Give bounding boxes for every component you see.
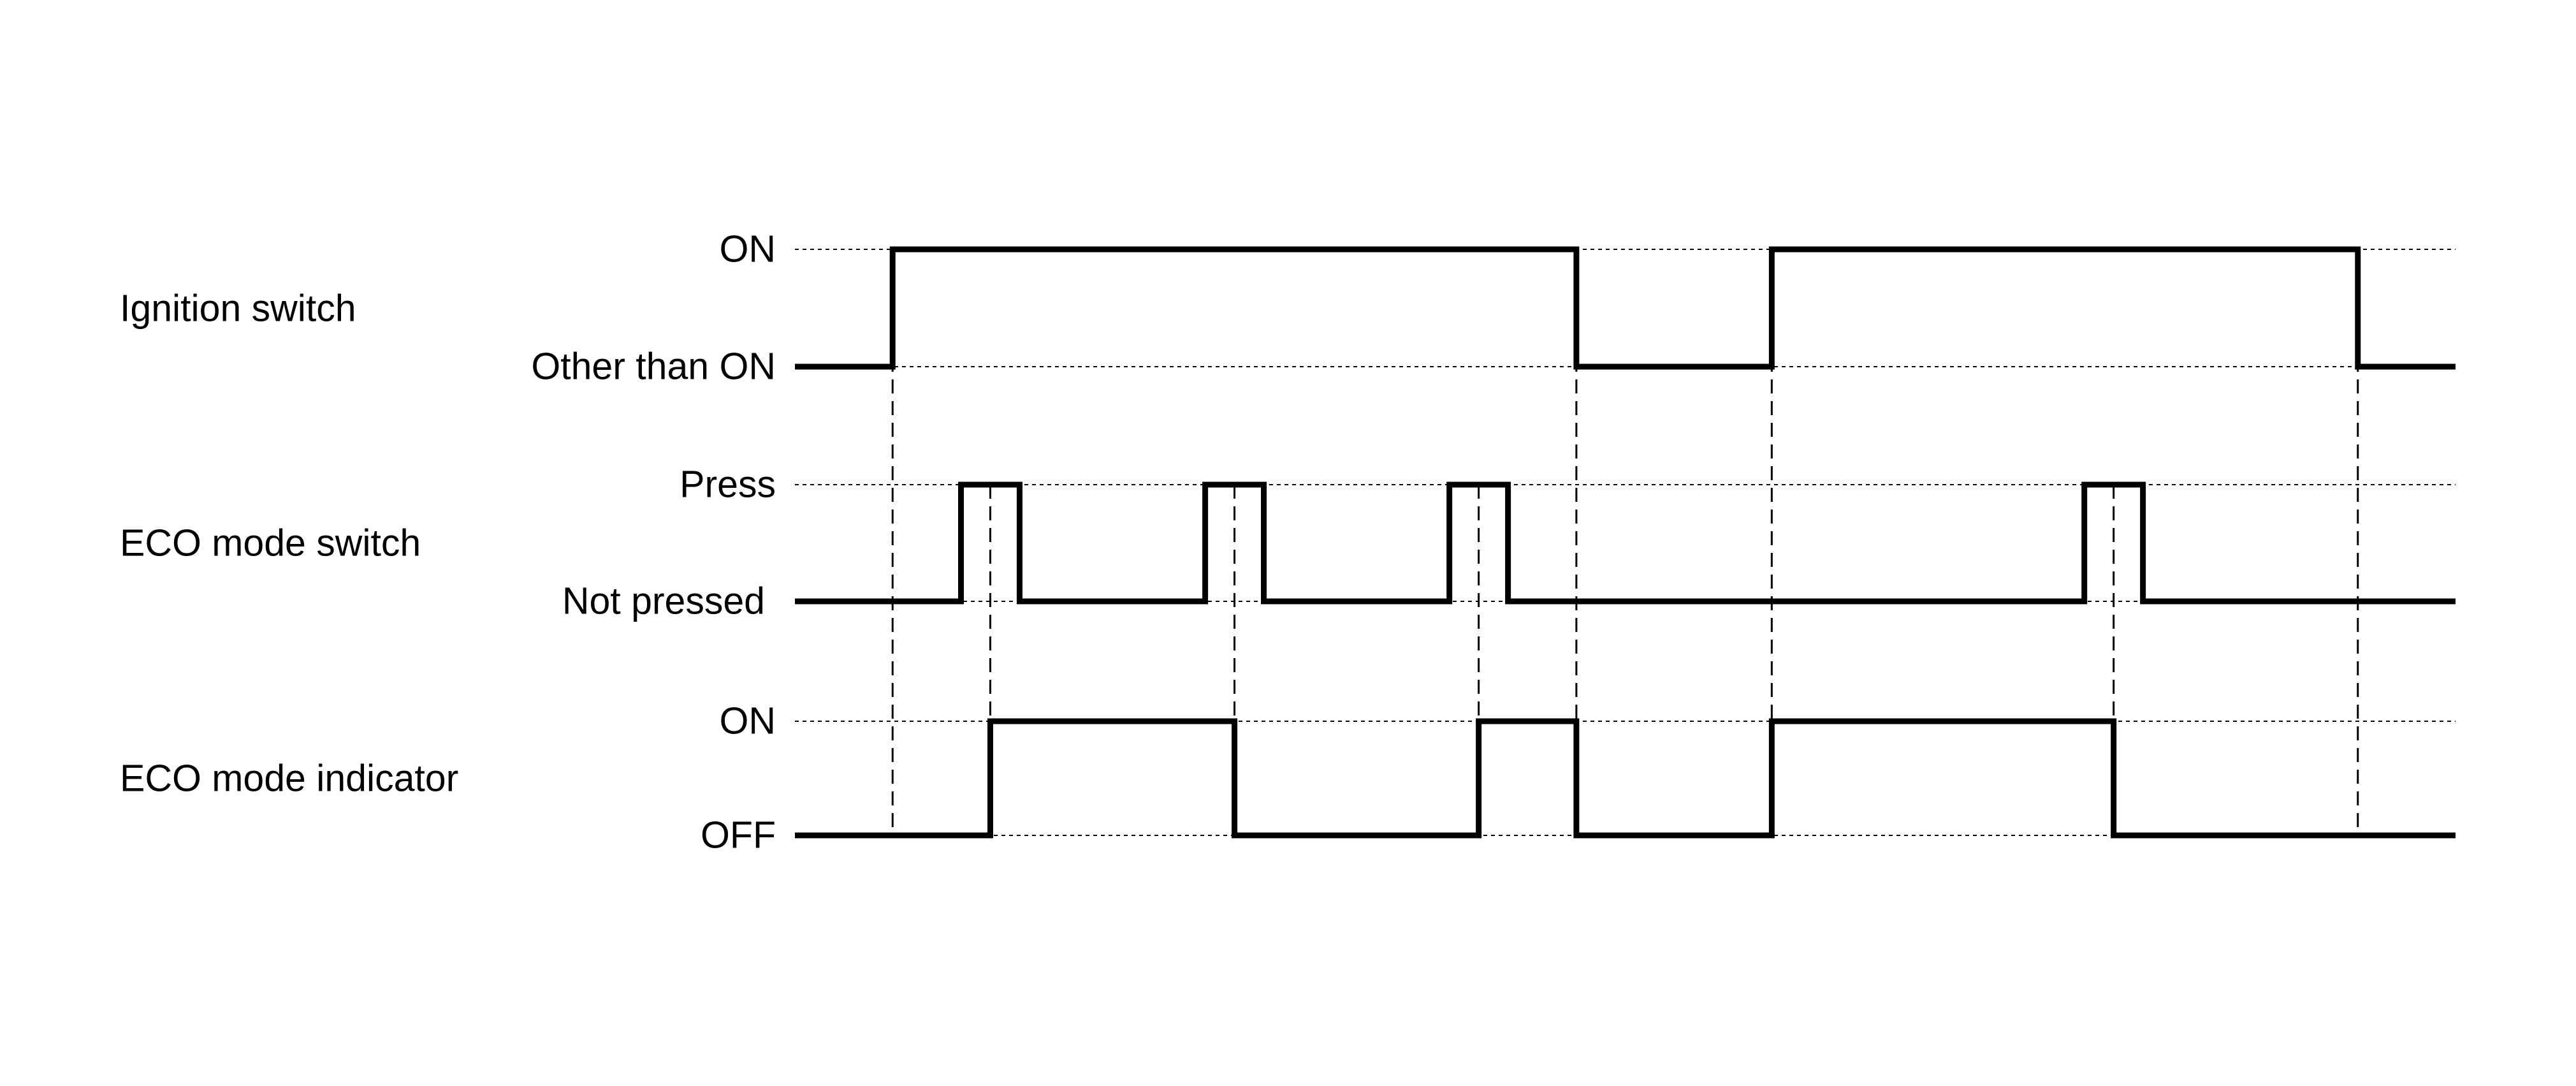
- signal-name-ignition-switch: Ignition switch: [120, 287, 356, 330]
- eco-mode-indicator-waveform: [795, 718, 2456, 839]
- eco-switch-high-label: Press: [680, 463, 776, 506]
- signal-name-eco-mode-switch: ECO mode switch: [120, 522, 421, 564]
- ignition-low-label: Other than ON: [531, 345, 776, 388]
- signal-name-eco-mode-indicator: ECO mode indicator: [120, 757, 459, 800]
- level-guides: [795, 249, 2456, 836]
- eco-switch-low-label: Not pressed: [562, 580, 765, 622]
- time-guides: [891, 249, 2359, 835]
- eco-mode-switch-waveform: [795, 481, 2456, 605]
- waveforms: [795, 246, 2456, 839]
- eco-indicator-low-label: OFF: [701, 814, 776, 856]
- ignition-switch-waveform: [795, 246, 2456, 370]
- ignition-high-label: ON: [719, 228, 776, 270]
- eco-indicator-high-label: ON: [719, 700, 776, 742]
